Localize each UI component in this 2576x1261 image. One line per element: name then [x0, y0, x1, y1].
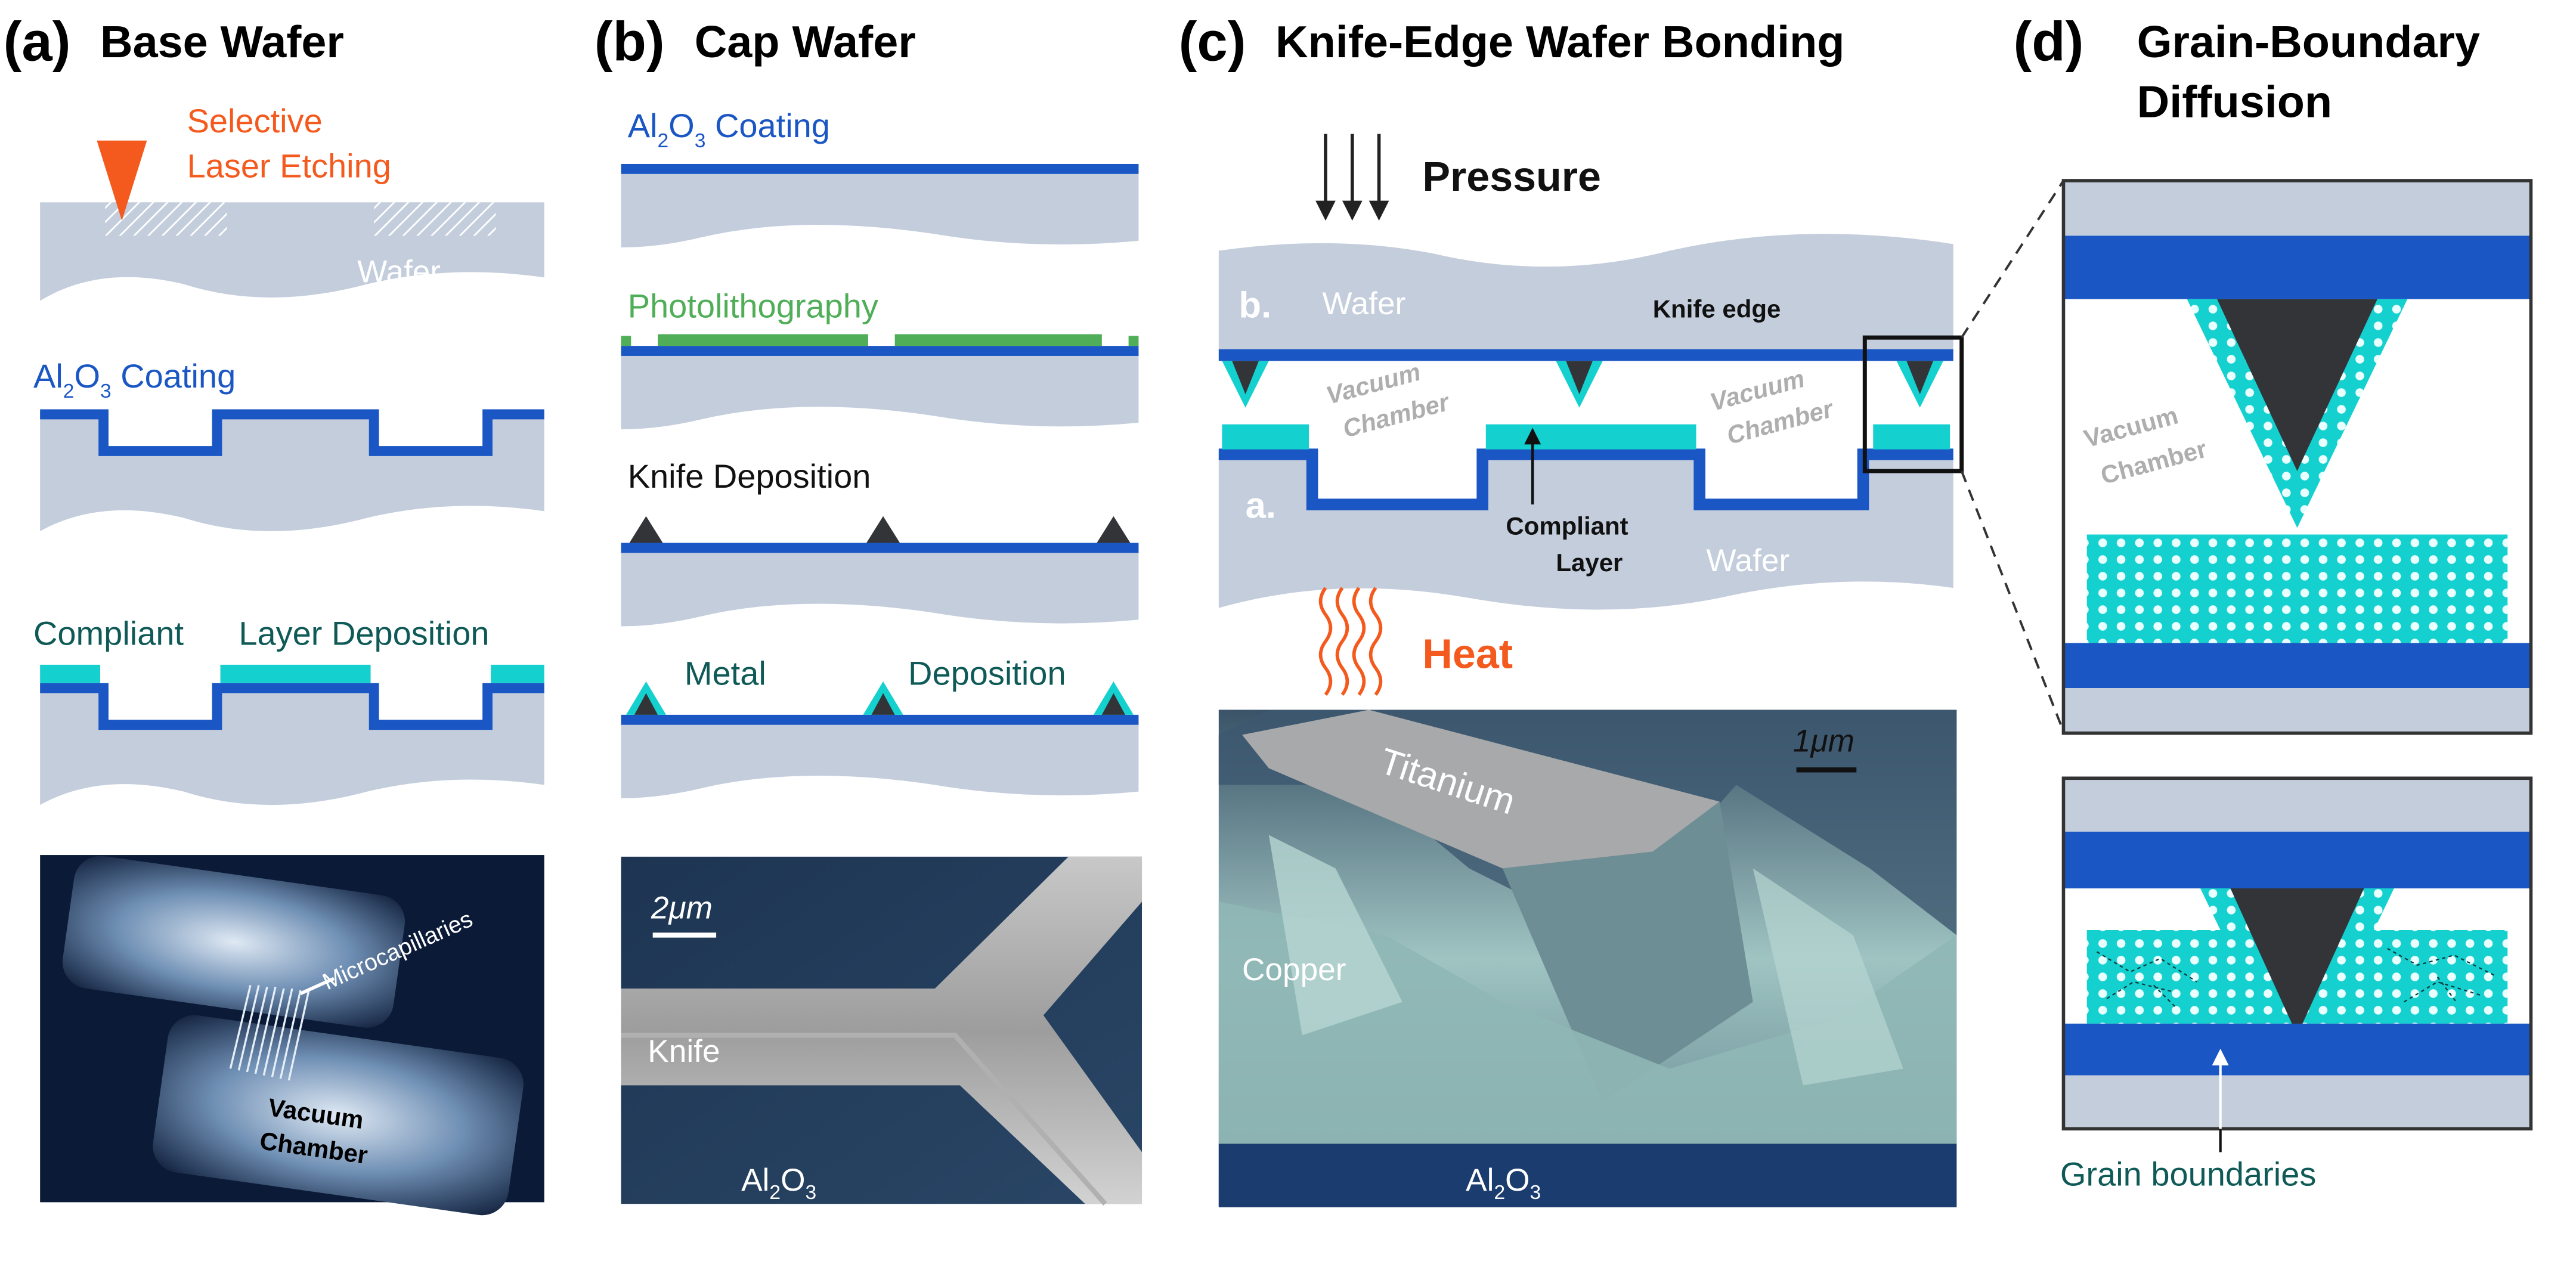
metal-label: Metal [685, 654, 766, 692]
photo-vacuum-chamber: Microcapillaries Vacuum Chamber [40, 855, 544, 1216]
wafer-bottom-label: Wafer [1706, 543, 1789, 578]
coating-label: Al2O3 Coating [33, 357, 236, 402]
diffusion-detail-before: Vacuum Chamber [2061, 179, 2533, 735]
coating-layer [621, 714, 1139, 725]
compliant-wafer [40, 684, 544, 805]
pressure-label: Pressure [1422, 153, 1601, 200]
panel-b-title: Cap Wafer [695, 17, 916, 67]
knife-icon [866, 516, 900, 543]
knife-icon [1232, 361, 1259, 395]
copper-label: Copper [1242, 952, 1346, 987]
coating-layer [40, 683, 544, 730]
panel-b-letter: (b) [595, 10, 665, 72]
compliant-pad [491, 664, 544, 683]
zoom-line [1961, 179, 2065, 339]
panel-d-letter: (d) [2013, 10, 2083, 72]
knife-icon [634, 693, 658, 715]
sem-al2o3-label: Al2O3 [741, 1163, 816, 1204]
sle-label-1: Selective [187, 102, 323, 140]
panel-d-title-1: Grain-Boundary [2137, 17, 2480, 67]
scale-bar-b: 2μm [651, 890, 713, 925]
cap-wafer-3 [621, 547, 1139, 627]
compliant-pad [40, 664, 100, 683]
sem-c-al2o3-label: Al2O3 [1466, 1163, 1541, 1204]
wafer-a-label: a. [1246, 485, 1276, 526]
panel-d-title-2: Diffusion [2137, 78, 2332, 128]
wafer-label: Wafer [357, 255, 441, 290]
compliant-pad [1873, 424, 1950, 450]
coating-layer [1218, 349, 1953, 361]
coating-label-b: Al2O3 Coating [628, 107, 830, 152]
knife-icon [1097, 516, 1131, 543]
diffusion-detail-after [2061, 776, 2533, 1131]
zoom-box [1862, 335, 1964, 473]
heat-label: Heat [1422, 630, 1513, 677]
sem-knife-label: Knife [648, 1034, 720, 1069]
photoresist [621, 336, 631, 346]
photolitho-label: Photolithography [628, 287, 878, 325]
etch-region [374, 202, 496, 236]
coating-layer [1218, 448, 1953, 510]
panel-c-title: Knife-Edge Wafer Bonding [1275, 17, 1844, 67]
knife-icon [1906, 361, 1934, 395]
knife-icon [629, 516, 663, 543]
coating-layer [621, 543, 1139, 553]
pressure-arrows-icon [1324, 134, 1381, 207]
panel-d: (d) Grain-Boundary Diffusion Vacuum Cham… [1960, 10, 2533, 1192]
heat-icon [1318, 587, 1383, 696]
wafer-b-label: b. [1239, 285, 1271, 326]
panel-c: (c) Knife-Edge Wafer Bonding Pressure b.… [1179, 10, 1964, 1207]
cap-wafer-2 [621, 351, 1139, 430]
panel-b: (b) Cap Wafer Al2O3 Coating Photolithogr… [595, 10, 1143, 1206]
compliant-pad [1222, 424, 1309, 450]
knife-icon [871, 693, 895, 715]
panel-a-letter: (a) [4, 10, 71, 72]
wafer-top-label: Wafer [1322, 286, 1405, 321]
photoresist [894, 334, 1102, 346]
cap-wafer-bonded [1218, 234, 1953, 351]
deposition-label: Deposition [908, 654, 1066, 692]
compliant-pad [220, 664, 371, 683]
cap-wafer-4 [621, 720, 1139, 798]
coating-layer [621, 346, 1139, 356]
knife-dep-label: Knife Deposition [628, 457, 871, 495]
sem-knife-image: 2μm Knife Al2O3 [621, 856, 1143, 1206]
compliant-pad [1485, 424, 1696, 450]
sle-label-2: Laser Etching [187, 147, 391, 184]
panel-c-letter: (c) [1179, 10, 1246, 72]
sem-cross-section-image: 1μm Titanium Copper Al2O3 [1218, 709, 1957, 1207]
photoresist [1128, 336, 1139, 346]
compliant-label-c1: Compliant [1506, 512, 1628, 540]
zoom-line [1960, 470, 2065, 732]
compliant-label-1: Compliant [33, 614, 184, 652]
knife-icon [1566, 361, 1593, 395]
cap-wafer-1 [621, 169, 1139, 247]
knife-edge-label: Knife edge [1653, 295, 1781, 323]
coating-layer [40, 409, 544, 456]
grain-boundaries-label: Grain boundaries [2060, 1155, 2316, 1192]
compliant-label-2: Layer Deposition [239, 614, 489, 652]
laser-icon [97, 140, 147, 221]
compliant-label-c2: Layer [1556, 549, 1623, 577]
coating-layer [621, 163, 1139, 174]
coated-wafer [40, 411, 544, 531]
base-wafer-bonded [1218, 451, 1953, 610]
photoresist [658, 334, 868, 346]
panel-a: (a) Base Wafer Selective Laser Etching W… [4, 10, 544, 1216]
knife-icon [1101, 693, 1126, 715]
panel-a-title: Base Wafer [100, 17, 344, 67]
scale-bar-c: 1μm [1793, 723, 1854, 758]
